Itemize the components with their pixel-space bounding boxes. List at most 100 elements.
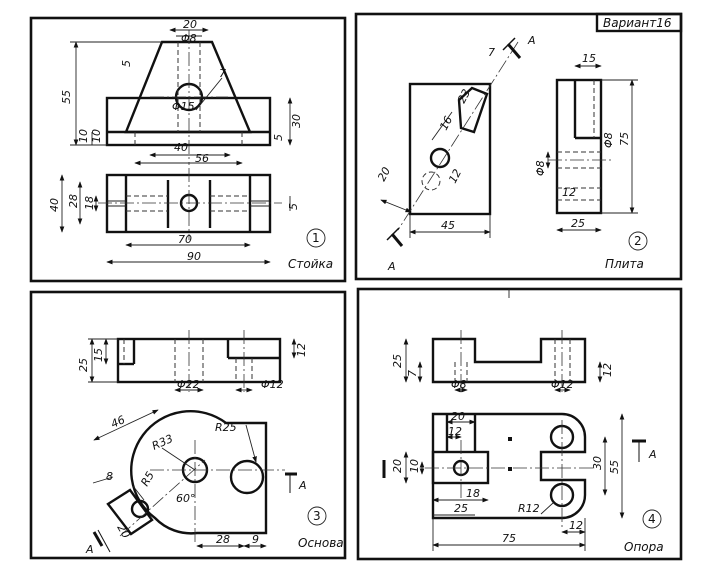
panel-2-dim-1: 15 <box>582 52 596 65</box>
panel-2-dim-5: 12 <box>446 167 464 185</box>
panel-2-section-marks <box>386 37 522 247</box>
panel-2-dim-8: Φ8 <box>534 160 547 176</box>
panel-3-front-view <box>88 330 297 393</box>
panel-3-number: 3 <box>313 509 321 523</box>
panel-1-dim-12: 40 <box>48 198 61 212</box>
panel-1-number: 1 <box>312 231 320 245</box>
panel-2-side-view <box>545 63 638 233</box>
panel-4-dim-7: 20 <box>391 459 404 473</box>
panel-4-plan-view <box>403 412 625 551</box>
panel-2-section-mark-1: A <box>387 260 396 273</box>
panel-1-top-view <box>59 168 291 265</box>
panel-1-dim-5: Φ15 <box>172 100 195 113</box>
panel-3-section-mark-1: A <box>85 543 94 556</box>
panel-3-frame <box>29 290 347 560</box>
panel-3-dim-0: 25 <box>77 358 90 372</box>
panel-3-dim-11: 20 <box>114 522 132 541</box>
panel-3-dim-2: 12 <box>295 343 308 357</box>
panel-1-dim-11: 56 <box>195 152 209 165</box>
panel-2: 7 A 15 23 16 20 12 Φ8 75 Φ8 12 45 25 A 2… <box>354 12 683 281</box>
panel-1-frame <box>29 16 347 283</box>
panel-4-dim-4: Φ12 <box>551 378 574 391</box>
panel-2-number: 2 <box>634 234 642 248</box>
panel-4-dim-0: 25 <box>391 354 404 368</box>
panel-4-dim-8: 10 <box>408 459 421 473</box>
panel-4-dim-13: R12 <box>518 502 540 515</box>
panel-4-section-mark-0: A <box>648 448 657 461</box>
panel-1-labels: 20 Φ8 5 7 55 Φ15 10 10 40 5 30 56 40 28 … <box>48 18 333 271</box>
panel-2-dim-2: 23 <box>455 87 473 105</box>
panel-4-front-view <box>403 330 603 393</box>
panel-4-dim-15: 75 <box>502 532 516 545</box>
panel-4-dim-5: 20 <box>451 410 465 423</box>
panel-3-labels: 25 15 12 Φ22 Φ12 46 R25 R33 8 R5 60° 20 … <box>77 343 344 556</box>
panel-3-dim-9: R5 <box>138 469 157 488</box>
panel-4-dim-1: 7 <box>406 370 419 377</box>
panel-3-dim-10: 60° <box>176 492 196 505</box>
panel-2-dim-7: 75 <box>618 132 631 146</box>
panel-3-number-circle <box>307 506 327 526</box>
panel-2-dim-6: Φ8 <box>602 132 615 148</box>
panel-4-number-circle <box>642 509 662 529</box>
panel-3-dim-4: Φ12 <box>261 378 284 391</box>
panel-1-dim-16: 70 <box>178 233 192 246</box>
panel-1-dim-6: 10 <box>77 129 90 143</box>
panel-3-dim-7: R33 <box>150 432 175 453</box>
panel-3-dim-1: 15 <box>92 348 105 362</box>
panel-4-dim-3: Φ8 <box>451 378 467 391</box>
panel-4-dim-10: 55 <box>608 460 621 474</box>
panel-4-dim-11: 18 <box>466 487 480 500</box>
panel-1-dim-15: 5 <box>287 203 300 210</box>
panel-4: 25 7 12 Φ8 Φ12 20 12 20 10 30 55 18 25 R… <box>356 287 683 561</box>
panel-3-dim-5: 46 <box>109 413 127 431</box>
panel-2-dim-9: 12 <box>562 186 576 199</box>
panel-2-section-mark-0: A <box>527 34 536 47</box>
panel-1-dim-7: 10 <box>90 129 103 143</box>
panel-3-section-marks <box>92 472 297 553</box>
panel-2-frame <box>354 12 683 281</box>
panel-1-dim-9: 5 <box>272 134 285 141</box>
panel-1-front-view <box>70 27 293 166</box>
panel-3-dim-6: R25 <box>215 421 237 434</box>
panel-1-dim-13: 28 <box>67 194 80 208</box>
panel-1-dim-10: 30 <box>290 114 303 128</box>
panel-3-plan-view <box>92 409 285 549</box>
panel-1-dim-0: 20 <box>183 18 197 31</box>
panel-3-dim-13: 9 <box>252 533 259 546</box>
panel-3-dim-8: 8 <box>106 470 113 483</box>
panel-2-number-circle <box>628 231 648 251</box>
panel-2-dim-11: 25 <box>571 217 585 230</box>
panel-2-caption: Плита <box>605 257 644 271</box>
panel-4-dim-14: 12 <box>569 519 583 532</box>
panel-1-dim-17: 90 <box>187 250 201 263</box>
panel-2-labels: 7 A 15 23 16 20 12 Φ8 75 Φ8 12 45 25 A 2… <box>375 34 644 273</box>
panel-1: 20 Φ8 5 7 55 Φ15 10 10 40 5 30 56 40 28 … <box>29 16 347 283</box>
panel-4-number: 4 <box>648 512 656 526</box>
panel-4-dim-6: 12 <box>448 425 462 438</box>
panel-4-section-marks <box>382 439 646 478</box>
variant-label: Вариант16 <box>603 16 672 30</box>
panel-3-caption: Основа <box>298 536 344 550</box>
panel-1-caption: Стойка <box>288 257 333 271</box>
panel-2-dim-4: 20 <box>375 165 393 183</box>
panel-3: 25 15 12 Φ22 Φ12 46 R25 R33 8 R5 60° 20 … <box>29 290 347 560</box>
panel-4-dim-12: 25 <box>454 502 468 515</box>
panel-1-dim-14: 18 <box>83 196 96 210</box>
panel-2-dim-10: 45 <box>441 219 455 232</box>
panel-1-dim-4: 55 <box>60 90 73 104</box>
panel-4-labels: 25 7 12 Φ8 Φ12 20 12 20 10 30 55 18 25 R… <box>391 354 664 554</box>
panel-4-caption: Опора <box>624 540 664 554</box>
panel-4-dim-2: 12 <box>601 363 614 377</box>
panel-3-dim-3: Φ22 <box>177 378 200 391</box>
panel-4-frame <box>356 287 683 561</box>
panel-1-dim-3: 7 <box>219 67 226 80</box>
panel-2-main-view <box>380 41 519 238</box>
panel-1-dim-8: 40 <box>174 141 188 154</box>
variant-box <box>595 12 683 33</box>
panel-4-dim-9: 30 <box>591 456 604 470</box>
panel-3-dim-12: 28 <box>216 533 230 546</box>
panel-1-dim-1: Φ8 <box>181 32 197 45</box>
panel-2-dim-3: 16 <box>437 114 455 132</box>
panel-3-section-mark-0: A <box>298 479 307 492</box>
